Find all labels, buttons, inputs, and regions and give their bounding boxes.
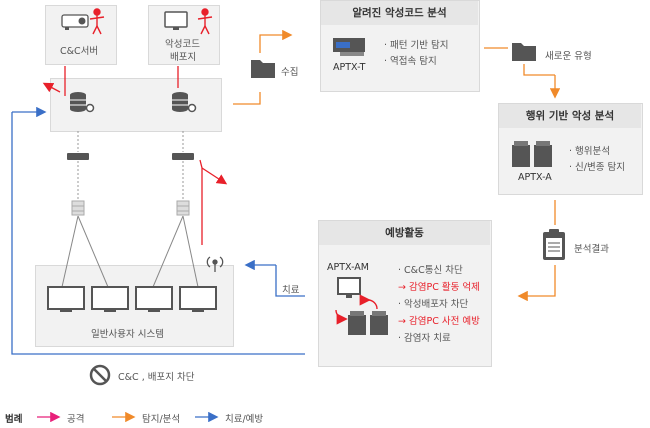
switch-icon [67, 153, 89, 160]
known-item: · 역접속 탐지 [384, 56, 437, 67]
pc-icon [91, 286, 129, 312]
behavior-analysis-list: · 행위분석 · 신/변종 탐지 [569, 144, 625, 176]
known-analysis-list: · 패턴 기반 탐지 · 역접속 탐지 [384, 38, 449, 70]
dist-server-label-2: 배포지 [170, 52, 197, 63]
aptx-a-device-icon [512, 141, 552, 167]
user-system-label: 일반사용자 시스템 [91, 329, 164, 340]
prevention-item: → 감염PC 활동 억제 [398, 282, 480, 293]
pc-icon [135, 286, 173, 312]
known-item: · 패턴 기반 탐지 [384, 40, 449, 51]
clipboard-icon [543, 229, 565, 260]
firewall-icon [176, 200, 190, 216]
pc-icon [47, 286, 85, 312]
prevention-item: · C&C통신 차단 [398, 265, 463, 276]
new-type-label: 새로운 유형 [545, 51, 592, 62]
aptx-a-label: APTX-A [518, 172, 552, 183]
behavior-item: · 행위분석 [569, 146, 610, 157]
collect-label: 수집 [281, 67, 299, 78]
monitor-icon [164, 11, 188, 30]
database-icon [70, 92, 95, 113]
legend-title: 범례 [5, 414, 23, 425]
aptx-am-monitor-icon [337, 277, 361, 298]
pc-icon [179, 286, 217, 312]
legend-detect-label: 탐지/분석 [142, 414, 181, 425]
known-analysis-title: 알려진 악성코드 분석 [321, 1, 478, 25]
block-icon [89, 364, 111, 386]
projector-icon [61, 14, 89, 30]
aptx-t-label: APTX-T [333, 62, 366, 73]
hacker-icon [89, 8, 105, 35]
aptx-t-device-icon [333, 38, 365, 56]
prevention-item: · 악성배포자 차단 [398, 299, 469, 310]
block-label: C&C , 배포지 차단 [118, 372, 195, 383]
prevention-item: → 감염PC 사전 예방 [398, 316, 480, 327]
prevention-list: · C&C통신 차단 → 감염PC 활동 억제 · 악성배포자 차단 → 감염P… [398, 262, 480, 347]
hacker-icon [197, 8, 213, 35]
analysis-result-label: 분석결과 [574, 244, 609, 255]
prevention-item: · 감염자 치료 [398, 333, 451, 344]
aptx-am-label: APTX-AM [327, 262, 369, 273]
folder-icon [251, 60, 275, 78]
cc-server-label: C&C서버 [60, 46, 99, 57]
behavior-item: · 신/변종 탐지 [569, 162, 625, 173]
database-icon [172, 92, 197, 113]
prevention-title: 예방활동 [319, 221, 490, 245]
firewall-icon [71, 200, 85, 216]
wifi-icon [206, 256, 224, 272]
behavior-analysis-title: 행위 기반 악성 분석 [499, 104, 641, 128]
switch-icon [172, 153, 194, 160]
treat-label: 치료 [282, 285, 300, 296]
legend-treat-label: 치료/예방 [225, 414, 264, 425]
folder-icon [512, 43, 536, 61]
dist-server-label-1: 악성코드 [165, 39, 200, 50]
aptx-am-device-icon [348, 311, 388, 335]
legend-attack-label: 공격 [67, 414, 85, 425]
